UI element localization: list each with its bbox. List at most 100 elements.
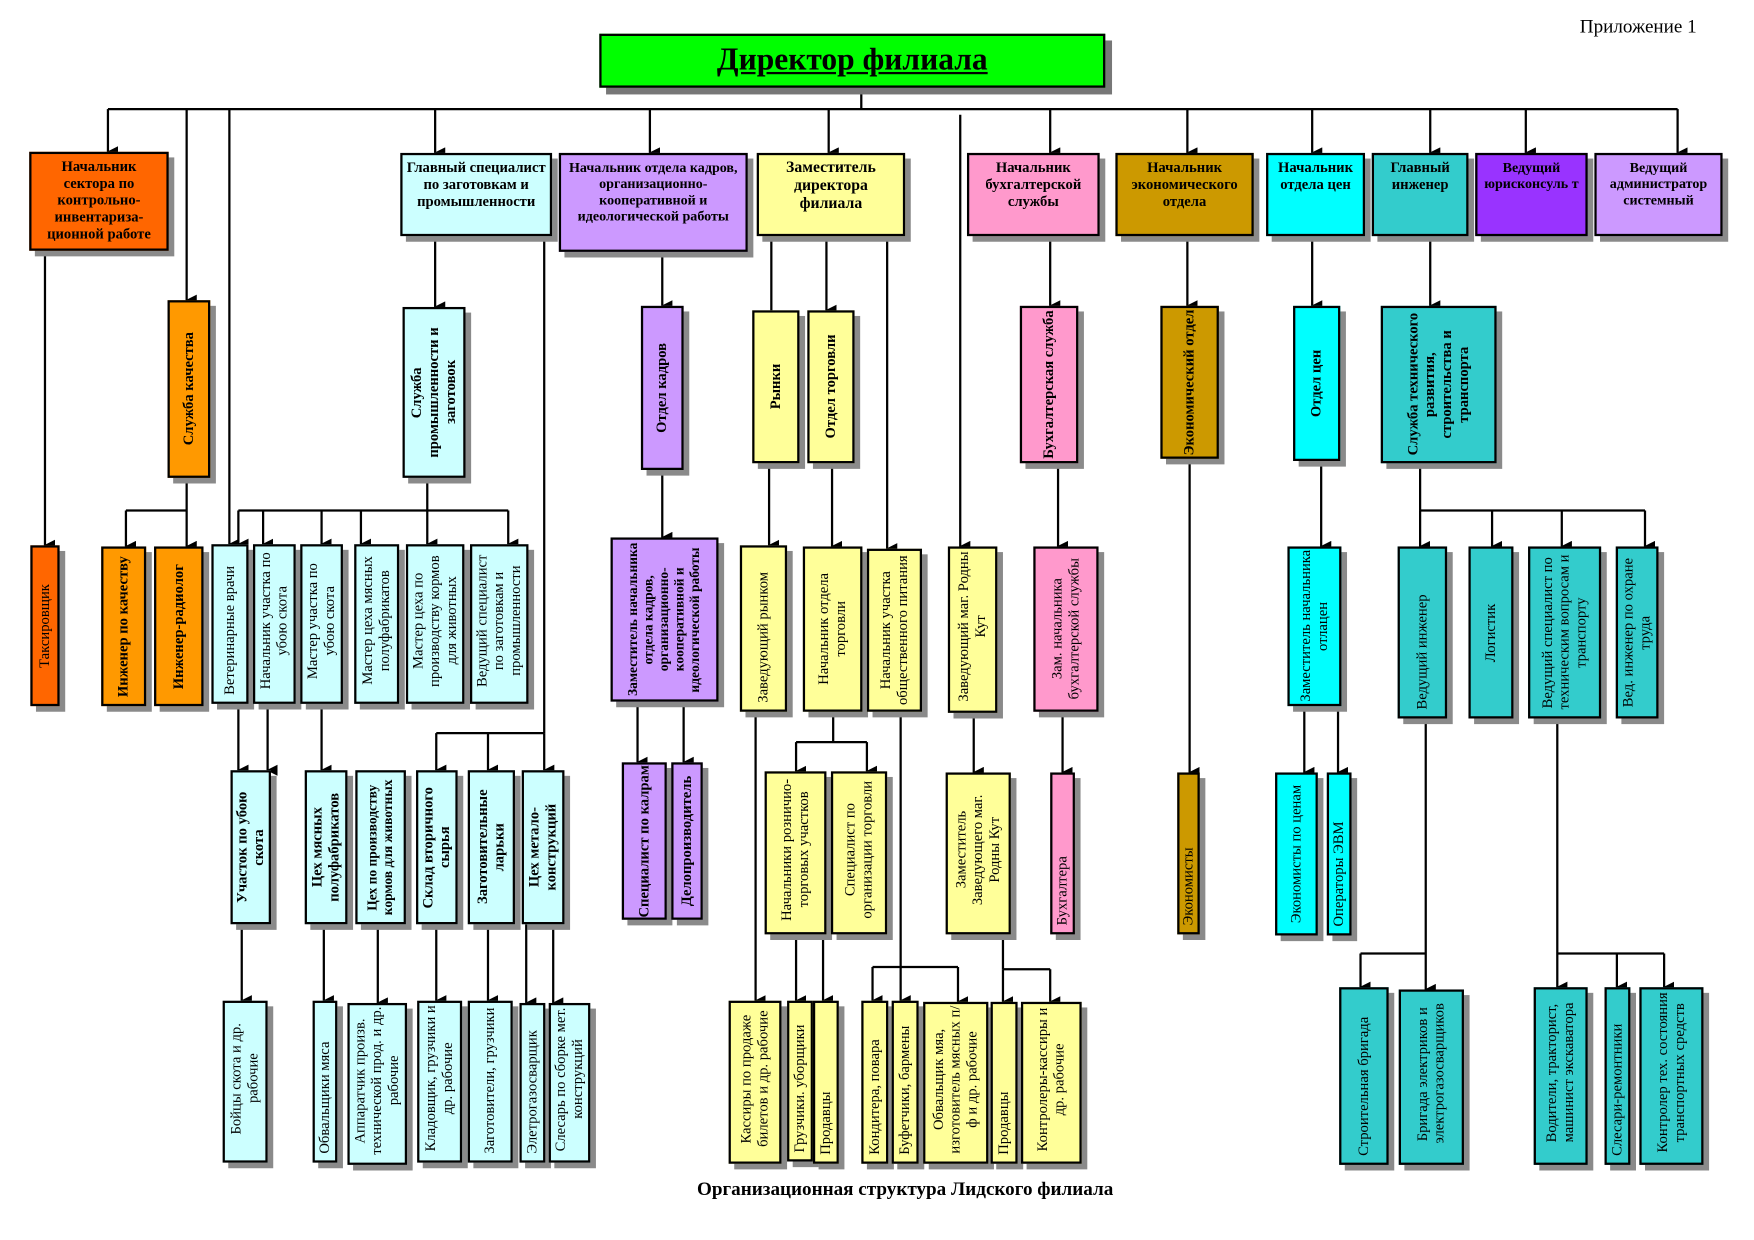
box-label: Начальник отдела кадров, организационно-… [568, 159, 738, 224]
clerk-box: Делопроизводитель [671, 762, 703, 920]
box-label: Зам. начальника бухгалтерской службы [1048, 558, 1082, 700]
semifinished-shop-box: Цех мясных полуфабрикатов [304, 770, 348, 925]
director-box: Директор филиала [599, 33, 1106, 88]
semifinished-master-box: Мастер цеха мясных полуфабрикатов [354, 544, 400, 704]
box-label: Продавцы [994, 1091, 1012, 1155]
box-label: Таксировщик [35, 583, 53, 668]
box-label: Ведущий администратор системный [1609, 159, 1708, 208]
quality-engineer-box: Инженер по качеству [101, 546, 147, 707]
box-label: Цех метало-конструкций [525, 803, 559, 891]
box-label: Начальник отдела цен [1278, 158, 1354, 193]
box-label: Начальник участка по убою скота [256, 552, 291, 690]
box-label: Цех по производству кормов для животных [363, 779, 396, 916]
box-label: Слесари-ремонтники [1607, 1023, 1625, 1156]
chief-engineer-box: Главный инженер [1371, 152, 1469, 237]
sellers-trade-box: Продавцы [812, 1000, 839, 1164]
sellers-store-box: Продавцы [990, 1001, 1018, 1164]
accounting-service-box: Бухгалтерская служба [1019, 305, 1079, 464]
pricing-deputy-box: Заместитель начальника отлацен [1287, 546, 1342, 707]
markets-box: Рынки [752, 310, 800, 464]
box-label: Элетрогазосварщик [522, 1030, 540, 1154]
box-label: Заведующий маг. Родны Кут [954, 551, 989, 702]
box-label: Рынки [766, 363, 784, 410]
box-label: Продавцы [816, 1091, 834, 1155]
box-label: Аппаратчик произв. технической прод. и д… [350, 1006, 402, 1155]
box-label: Начальник отдела торговли [814, 573, 849, 686]
box-label: Контролер тех. состояния транспортных ср… [1653, 992, 1688, 1153]
pricing-chief-box: Начальник отдела цен [1266, 152, 1366, 237]
box-label: Экономический отдел [1180, 309, 1197, 456]
trade-head-box: Начальник отдела торговли [802, 546, 863, 712]
box-label: Заместитель директора филиала [786, 159, 876, 213]
slaughter-site-box: Участок по убою скота [230, 770, 271, 925]
sysadmin-box: Ведущий администратор системный [1594, 152, 1723, 237]
box-label: Начальники розничио-торговых участков [777, 778, 812, 921]
procurement-chief-box: Главный специалист по заготовкам и промы… [400, 152, 553, 237]
trade-specialist-box: Специалист по организации торговли [830, 771, 888, 935]
trade-dept-box: Отдел торговли [807, 310, 855, 464]
meat-workers-box: Обвальщик мяа, изготовитель мясных п/ф и… [923, 1001, 989, 1164]
slaughter-head-box: Начальник участка по убою скота [252, 544, 296, 704]
box-label: Слесарь по сборке мет. конструкций [551, 1007, 586, 1152]
procurement-stalls-box: Заготовительные ларьки [467, 770, 515, 925]
transport-specialist-box: Ведущий специалист по техническим вопрос… [1528, 546, 1602, 719]
radiologist-box: Инженер-радиолог [154, 546, 204, 707]
box-label: Цех мясных полуфабрикатов [308, 792, 342, 902]
box-label: Ведущий инженер [1412, 594, 1430, 710]
box-label: Экономисты по ценам [1286, 784, 1304, 924]
box-label: Начальник участка общественного питания [876, 555, 911, 706]
drivers-box: Водители, тракторист, машинист экскавато… [1533, 987, 1588, 1165]
box-label: Отдел кадров [652, 342, 670, 433]
apparatus-operators-box: Аппаратчик произв. технической прод. и д… [347, 1002, 408, 1165]
box-label: Строительная бригада [1354, 1016, 1372, 1156]
box-label: Инженер-радиолог [169, 563, 187, 689]
industry-service-box: Служба промышленности и заготовок [402, 306, 466, 478]
box-label: Контролеры-кассиры и др. рабочие [1033, 1007, 1068, 1152]
box-label: Грузчики. уборщики [790, 1024, 808, 1153]
safety-engineer-box: Вед. инженер по охране труда [1615, 546, 1659, 719]
cooks-box: Кондитера, повара [861, 1000, 889, 1164]
barmen-box: Буфетчики, бармены [891, 1000, 919, 1164]
vehicle-controller-box: Контролер тех. состояния транспортных ср… [1639, 987, 1704, 1165]
box-label: Делопроизводитель [677, 775, 695, 907]
pricing-dept-box: Отдел цен [1293, 305, 1341, 462]
box-label: Инженер по качеству [114, 555, 132, 697]
metal-shop-box: Цех метало-конструкций [521, 770, 565, 925]
hr-chief-box: Начальник отдела кадров, организационно-… [558, 152, 748, 252]
secondary-warehouse-box: Склад вторичного сырья [416, 770, 458, 925]
welder-box: Элетрогазосварщик [519, 1002, 546, 1163]
box-label: Кассиры по продаже билетов и др. рабочие [737, 1010, 771, 1148]
box-label: Заместитель начальника отдела кадров, ор… [624, 542, 703, 697]
market-head-box: Заведующий рынком [739, 545, 788, 712]
procurers-box: Заготовители, грузчики [467, 1000, 513, 1163]
feed-master-box: Мастер цеха по производству кормов для ж… [405, 544, 465, 704]
hr-deputy-box: Заместитель начальника отдела кадров, ор… [610, 537, 719, 702]
loaders-cleaners-box: Грузчики. уборщики [787, 1000, 813, 1162]
box-label: Служба качества [179, 332, 197, 446]
ticket-cashiers-box: Кассиры по продаже билетов и др. рабочие [728, 1000, 782, 1164]
deboners-box: Обвальщики мяса [312, 1000, 338, 1163]
box-label: Бухгалтера [1053, 856, 1070, 926]
box-label: Начальник экономического отдела [1131, 158, 1238, 209]
box-label: Ведущий специалист по заготовкам и промы… [472, 554, 524, 687]
storekeepers-box: Кладовщик, грузчики и др. рабочие [417, 1000, 463, 1163]
mechanics-box: Слесари-ремонтники [1604, 987, 1631, 1165]
feed-shop-box: Цех по производству кормов для животных [355, 770, 406, 925]
fitter-box: Слесарь по сборке мет. конструкций [548, 1002, 591, 1163]
box-label: Ведущий юрисконсуль т [1484, 159, 1579, 192]
box-label: Мастер участка по убою скота [303, 562, 338, 679]
vets-box: Ветеринарные врачи [211, 544, 249, 704]
box-label: Мастер цеха мясных полуфабрикатов [358, 556, 393, 685]
box-label: Заведующий рынком [753, 572, 771, 703]
catering-head-box: Начальник участка общественного питания [866, 548, 923, 712]
construction-brigade-box: Строительная бригада [1339, 987, 1389, 1165]
box-label: Склад вторичного сырья [418, 786, 453, 908]
box-label: Специалист по калрам [634, 764, 652, 918]
quality-service-box: Служба качества [167, 300, 211, 478]
box-label: Операторы ЭВМ [1329, 821, 1347, 927]
taxer-box: Таксировщик [30, 545, 60, 707]
electric-brigade-box: Бригада электриков и электрогазосварщико… [1398, 989, 1464, 1165]
appendix-label: Приложение 1 [1579, 15, 1697, 38]
box-label: Мастер цеха по производству кормов для ж… [408, 554, 460, 687]
control-sector-box: Начальник сектора по контрольно-инвентар… [29, 151, 169, 251]
